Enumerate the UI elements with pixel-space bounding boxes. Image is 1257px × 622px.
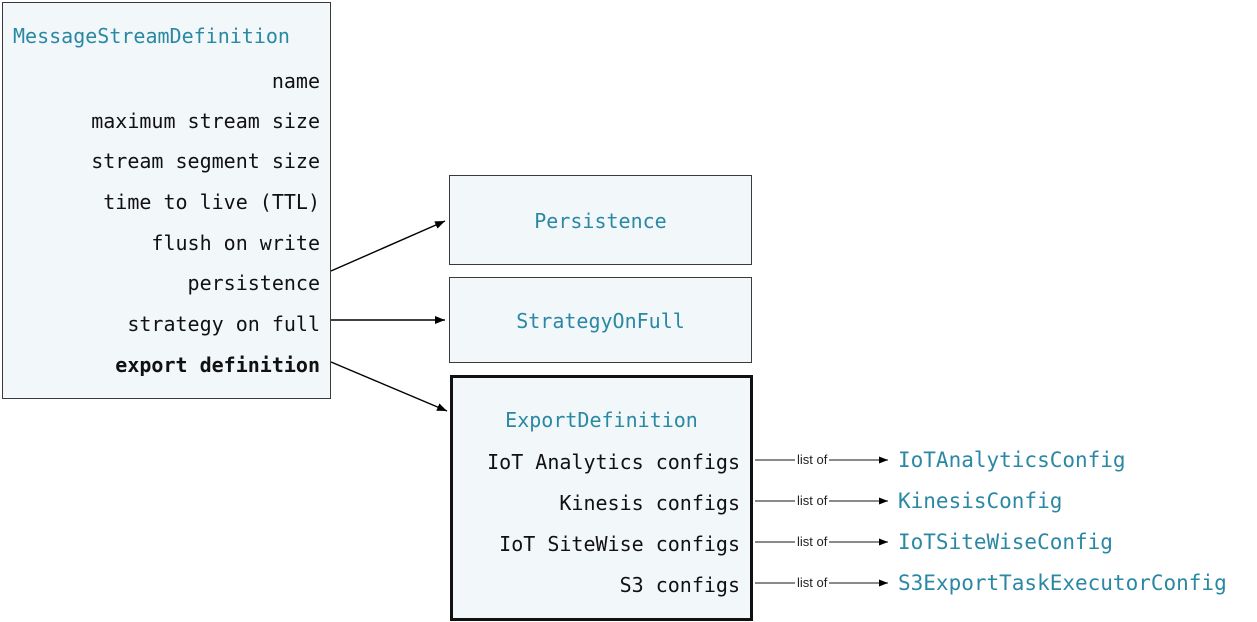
edge-label-s3: list of — [795, 575, 830, 590]
persistence-box-title: Persistence — [534, 209, 667, 233]
field-kinesis-configs: Kinesis configs — [559, 491, 740, 515]
persistence-box[interactable]: Persistence — [449, 175, 752, 265]
edge-export-definition — [330, 361, 448, 412]
field-time-to-live: time to live (TTL) — [103, 190, 320, 214]
field-iot-sitewise-configs: IoT SiteWise configs — [499, 532, 740, 556]
leaf-s3-export-task-executor-config[interactable]: S3ExportTaskExecutorConfig — [898, 571, 1227, 595]
field-persistence: persistence — [187, 271, 320, 295]
field-s3-configs: S3 configs — [619, 573, 740, 597]
field-flush-on-write: flush on write — [151, 231, 320, 255]
edge-label-kinesis: list of — [795, 493, 830, 508]
export-definition-box[interactable]: ExportDefinition IoT Analytics configs K… — [450, 375, 753, 621]
main-box-title: MessageStreamDefinition — [13, 24, 290, 48]
field-iot-analytics-configs: IoT Analytics configs — [487, 450, 740, 474]
field-strategy-on-full: strategy on full — [127, 312, 320, 336]
leaf-iot-sitewise-config[interactable]: IoTSiteWiseConfig — [898, 530, 1113, 554]
edge-label-iot-analytics: list of — [795, 452, 830, 467]
field-maximum-stream-size: maximum stream size — [91, 109, 320, 133]
strategy-on-full-box-title: StrategyOnFull — [516, 309, 685, 333]
export-definition-box-title: ExportDefinition — [505, 408, 698, 432]
edge-label-iot-sitewise: list of — [795, 534, 830, 549]
strategy-on-full-box[interactable]: StrategyOnFull — [449, 277, 752, 363]
field-name: name — [271, 69, 320, 93]
leaf-iot-analytics-config[interactable]: IoTAnalyticsConfig — [898, 448, 1126, 472]
field-stream-segment-size: stream segment size — [91, 149, 320, 173]
field-export-definition: export definition — [115, 353, 320, 377]
edge-persistence — [330, 220, 446, 272]
message-stream-definition-box[interactable]: MessageStreamDefinition name maximum str… — [2, 2, 331, 399]
leaf-kinesis-config[interactable]: KinesisConfig — [898, 489, 1063, 513]
